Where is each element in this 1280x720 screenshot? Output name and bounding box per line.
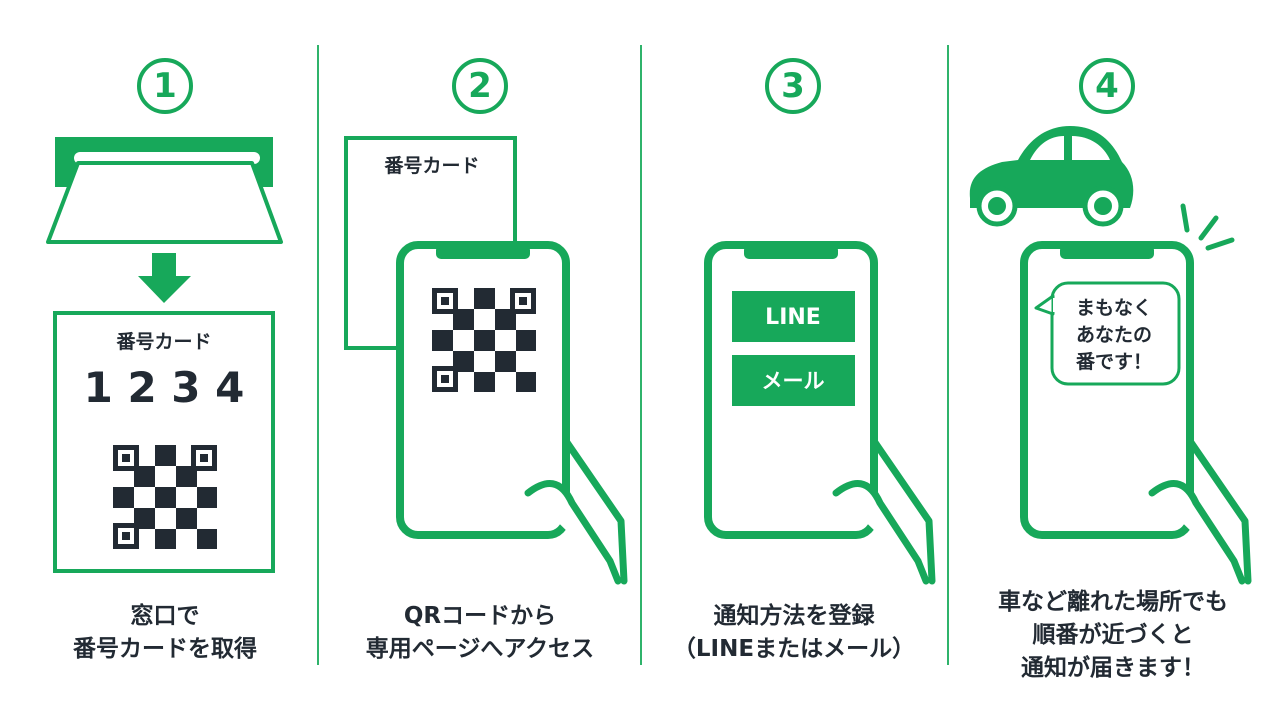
caption-line: 専用ページへアクセス (322, 633, 638, 666)
number-card-1: 番号カード 1 2 3 4 (55, 313, 273, 571)
line-option: LINE (732, 291, 855, 342)
qr-code-icon (113, 445, 217, 549)
bubble-line-2: あなたの (1076, 324, 1152, 346)
card-number: 1 2 3 4 (84, 363, 245, 412)
caption-line: 窓口で (20, 600, 310, 633)
caption-line: QRコードから (322, 600, 638, 633)
step-3-caption: 通知方法を登録 （LINEまたはメール） (645, 600, 943, 666)
caption-line: （LINEまたはメール） (645, 633, 943, 666)
caption-line: 番号カードを取得 (20, 633, 310, 666)
qr-code-icon (432, 288, 536, 392)
caption-line: 通知が届きます！ (952, 652, 1274, 685)
card-label-1: 番号カード (115, 331, 211, 353)
speech-bubble-icon: まもなく あなたの 番です！ (1036, 283, 1179, 384)
card-label-2: 番号カード (383, 155, 479, 177)
step-1-caption: 窓口で 番号カードを取得 (20, 600, 310, 666)
bubble-line-3: 番です！ (1075, 351, 1152, 373)
bubble-line-1: まもなく (1076, 297, 1152, 319)
step-4-caption: 車など離れた場所でも 順番が近づくと 通知が届きます！ (952, 586, 1274, 685)
car-icon (970, 126, 1133, 224)
caption-line: 通知方法を登録 (645, 600, 943, 633)
mail-option: メール (732, 355, 855, 406)
mail-option-label: メール (762, 369, 825, 393)
caption-line: 順番が近づくと (952, 619, 1274, 652)
down-arrow-icon (138, 253, 191, 303)
step-2-caption: QRコードから 専用ページへアクセス (322, 600, 638, 666)
line-option-label: LINE (765, 305, 821, 330)
card-dispenser-icon (48, 137, 281, 242)
alert-lines-icon (1183, 206, 1232, 248)
caption-line: 車など離れた場所でも (952, 586, 1274, 619)
